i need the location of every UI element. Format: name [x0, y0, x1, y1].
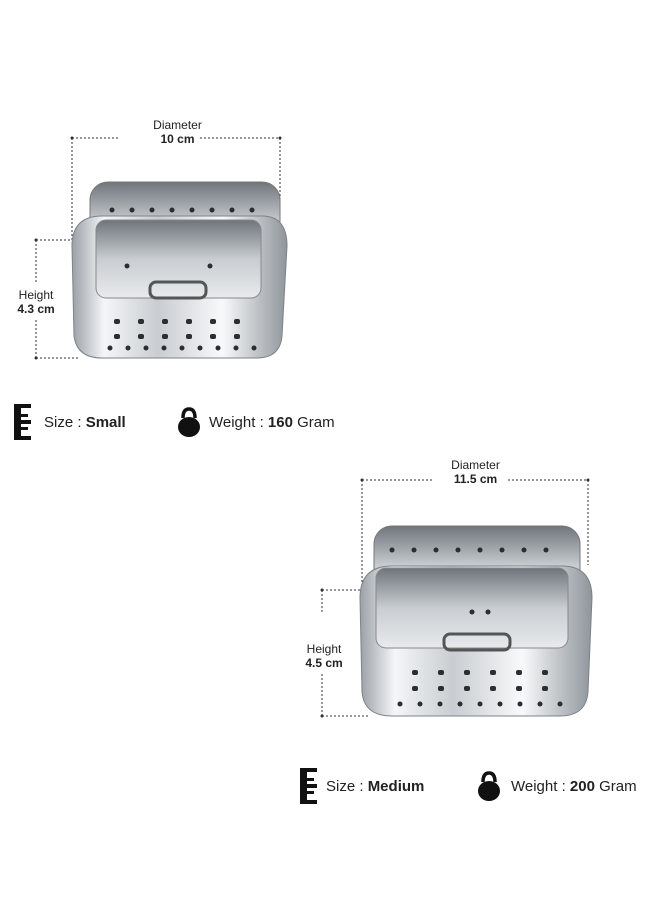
- height-label-medium: Height 4.5 cm: [305, 642, 343, 670]
- kettlebell-weight-icon: [178, 407, 200, 437]
- kettlebell-weight-icon: [478, 771, 500, 801]
- steamer-box-image-small: [71, 181, 288, 359]
- steamer-box-image-medium: [359, 525, 593, 717]
- size-spec-medium: Size : Medium: [326, 778, 425, 795]
- weight-spec-medium: Weight : 200 Gram: [511, 778, 637, 795]
- diameter-label-medium: Diameter 11.5 cm: [451, 458, 500, 486]
- ruler-icon: [14, 404, 31, 440]
- diameter-label-small: Diameter 10 cm: [153, 118, 202, 146]
- height-label-small: Height 4.3 cm: [17, 288, 55, 316]
- ruler-icon: [300, 768, 317, 804]
- size-spec-small: Size : Small: [44, 414, 126, 431]
- weight-spec-small: Weight : 160 Gram: [209, 414, 335, 431]
